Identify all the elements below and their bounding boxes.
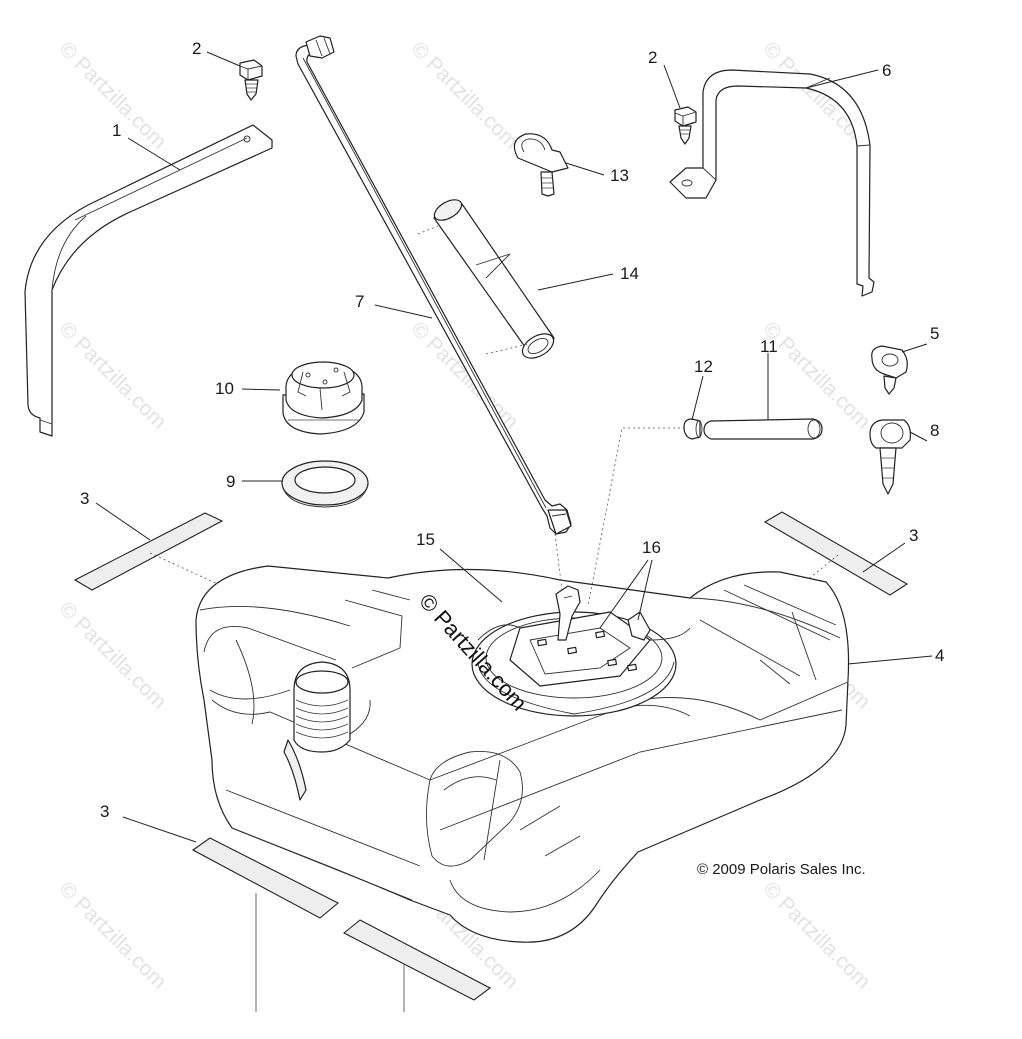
callout-2-left: 2	[192, 39, 201, 58]
leader-lines	[95, 51, 933, 843]
part-10-fuel-cap[interactable]	[282, 361, 365, 435]
callout-7: 7	[355, 292, 364, 311]
callout-16: 16	[642, 538, 661, 557]
callout-3-upper-left: 3	[80, 489, 89, 508]
part-2-bolt-left[interactable]	[239, 59, 263, 101]
callout-12: 12	[694, 357, 713, 376]
callout-15: 15	[416, 530, 435, 549]
watermark-bottom-left: © Partzilla.com	[54, 877, 170, 993]
part-9-cap-gasket[interactable]	[281, 460, 369, 508]
part-12-hose-clamp[interactable]	[683, 418, 703, 440]
watermark-mid-right: © Partzilla.com	[758, 317, 874, 433]
callout-numbers: 1 2 2 6 13 14 7 10 9 12 11 5 8 3 3 3 4 1…	[80, 39, 944, 821]
part-4-fuel-tank[interactable]	[195, 565, 850, 943]
callout-5: 5	[930, 324, 939, 343]
tank-connection-guides	[554, 427, 685, 607]
part-3-pad-upper-left[interactable]	[73, 512, 224, 591]
part-11-fuel-line[interactable]	[703, 418, 823, 440]
part-2-bolt-right[interactable]	[674, 106, 697, 145]
callout-9: 9	[226, 472, 235, 491]
watermark-bottom-right: © Partzilla.com	[758, 877, 874, 993]
callout-10: 10	[215, 379, 234, 398]
watermark-low-left: © Partzilla.com	[54, 597, 170, 713]
callout-4: 4	[935, 646, 944, 665]
pad-placement-guides	[149, 552, 839, 1012]
callout-6: 6	[882, 61, 891, 80]
callout-14: 14	[620, 264, 639, 283]
watermark-mid-center: © Partzilla.com	[406, 317, 522, 433]
part-8-push-clip[interactable]	[869, 419, 911, 495]
watermark-mid-left: © Partzilla.com	[54, 317, 170, 433]
part-3-pad-lower-right[interactable]	[343, 919, 492, 1001]
part-6-right-bracket[interactable]	[669, 69, 875, 297]
callout-3-upper-right: 3	[909, 526, 918, 545]
callout-11: 11	[760, 337, 778, 356]
part-14-hose-sleeve[interactable]	[417, 196, 558, 364]
part-13-p-clip[interactable]	[513, 133, 569, 197]
part-7-vent-hose[interactable]	[295, 35, 572, 535]
part-5-hose-clip[interactable]	[871, 345, 908, 395]
part-1-left-strap[interactable]	[24, 124, 273, 437]
part-3-pad-lower-left[interactable]	[191, 837, 339, 919]
copyright-notice: © 2009 Polaris Sales Inc.	[697, 861, 866, 878]
part-3-pad-upper-right[interactable]	[763, 511, 909, 596]
callout-8: 8	[930, 421, 939, 440]
callout-1: 1	[112, 121, 121, 140]
callout-3-lower: 3	[100, 802, 109, 821]
callout-2-right: 2	[648, 48, 657, 67]
callout-13: 13	[610, 166, 629, 185]
watermark-top-center: © Partzilla.com	[406, 37, 522, 153]
